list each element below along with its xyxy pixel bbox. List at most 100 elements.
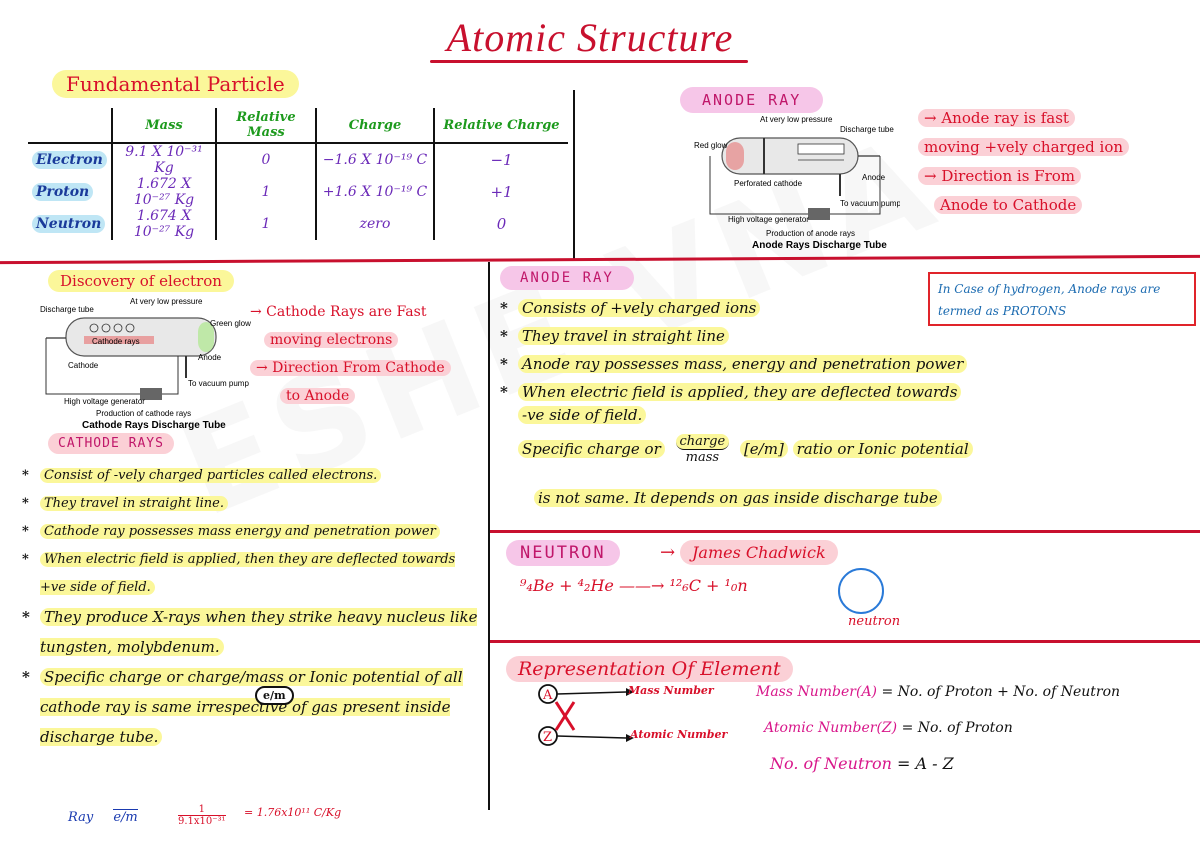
- discovery-of-electron-heading: Discovery of electron: [48, 270, 234, 292]
- table-row: Neutron 1.674 X 10⁻²⁷ Kg 1 zero 0: [28, 208, 568, 240]
- list-item: They travel in straight line: [500, 322, 1020, 350]
- particle-mass: 1.672 X 10⁻²⁷ Kg: [112, 176, 217, 208]
- anode-ray-notes-top: → Anode ray is fast moving +vely charged…: [918, 104, 1198, 220]
- particle-relative-mass: 0: [216, 143, 317, 176]
- list-item: When electric field is applied, then the…: [22, 546, 482, 602]
- label-cathode-rays: Cathode rays: [92, 337, 140, 346]
- ratio-denominator: 9.1x10⁻³¹: [178, 816, 226, 827]
- not-same-line: is not same. It depends on gas inside di…: [534, 484, 1004, 512]
- atomic-arrow-head: [626, 734, 634, 742]
- label-green-glow: Green glow: [210, 319, 251, 328]
- ray-box: [797, 143, 845, 155]
- list-item: They travel in straight line.: [22, 490, 482, 518]
- em-bracket: [e/m]: [739, 439, 788, 458]
- cathode-rays-heading: CATHODE RAYS: [48, 433, 174, 454]
- anode-ray-heading-mid: ANODE RAY: [500, 266, 634, 290]
- note-line: moving +vely charged ion: [918, 133, 1198, 162]
- label-pressure: At very low pressure: [130, 298, 203, 306]
- label-discharge-tube: Discharge tube: [40, 305, 94, 314]
- title-underline: [430, 60, 748, 63]
- page-title: Atomic Structure: [446, 15, 734, 60]
- ratio-value: = 1.76x10¹¹ C/Kg: [244, 806, 342, 819]
- particle-name: Electron: [28, 143, 113, 176]
- label-pressure: At very low pressure: [760, 115, 833, 124]
- label-generator: High voltage generator: [728, 215, 809, 224]
- ratio-numerator: 1: [178, 804, 226, 816]
- mass-arrow: [556, 691, 627, 695]
- electron-dot: [89, 323, 99, 333]
- table-row: Electron 9.1 X 10⁻³¹ Kg 0 −1.6 X 10⁻¹⁹ C…: [28, 143, 568, 176]
- ratio-em: e/m: [113, 809, 138, 825]
- ratio-fraction: 1 9.1x10⁻³¹: [178, 804, 226, 827]
- particle-mass: 9.1 X 10⁻³¹ Kg: [112, 143, 217, 176]
- list-item: They produce X-rays when they strike hea…: [22, 602, 482, 662]
- anode-ray-continuation: -ve side of field.: [518, 406, 647, 424]
- green-glow: [198, 322, 214, 352]
- table-header-blank: [28, 108, 113, 144]
- neutron-label: neutron: [848, 614, 901, 629]
- diagram-title: Anode Rays Discharge Tube: [752, 240, 887, 251]
- symbol-a: A: [542, 688, 553, 703]
- list-item: Consists of +vely charged ions: [500, 294, 1020, 322]
- neutron-heading: NEUTRON: [506, 540, 620, 566]
- em-tag: e/m: [255, 686, 294, 705]
- note-line: moving electrons: [250, 326, 480, 354]
- particle-name: Neutron: [28, 208, 113, 240]
- neutron-discoverer: James Chadwick: [680, 540, 838, 565]
- particle-name: Proton: [28, 176, 113, 208]
- particle-relative-charge: +1: [490, 183, 513, 201]
- circuit-left: [709, 156, 808, 215]
- note-line: → Anode ray is fast: [918, 104, 1198, 133]
- list-item: Consist of -vely charged particles calle…: [22, 462, 482, 490]
- fundamental-particle-table: Mass Relative Mass Charge Relative Charg…: [28, 108, 568, 240]
- anode-ray-tube-diagram: Red glow At very low pressure Discharge …: [694, 115, 900, 251]
- divider-vertical-top: [573, 90, 575, 260]
- label-perforated-cathode: Perforated cathode: [734, 179, 803, 188]
- red-glow: [726, 142, 744, 170]
- cathode-ray-notes: → Cathode Rays are Fast moving electrons…: [250, 298, 480, 410]
- divider-horizontal-neutron: [490, 530, 1200, 533]
- anode-ray-properties: Consists of +vely charged ions They trav…: [500, 294, 1020, 406]
- circuit-right: [830, 156, 881, 215]
- label-vacuum-pump: To vacuum pump: [840, 199, 900, 208]
- formula-atomic-number: Atomic Number(Z) = No. of Proton: [764, 720, 1013, 736]
- diagram-caption: Production of cathode rays: [96, 409, 191, 418]
- diagram-caption: Production of anode rays: [766, 229, 855, 238]
- note-line: → Cathode Rays are Fast: [250, 304, 427, 320]
- label-discharge-tube: Discharge tube: [840, 125, 894, 134]
- label-red-glow: Red glow: [694, 141, 728, 150]
- diagram-title: Cathode Rays Discharge Tube: [82, 420, 226, 431]
- neutron-equation: ⁹₄Be + ⁴₂He ——→ ¹²₆C + ¹₀n: [520, 576, 748, 595]
- list-item: When electric field is applied, they are…: [500, 378, 1020, 406]
- note-line: Anode to Cathode: [918, 191, 1198, 220]
- label-vacuum-pump: To vacuum pump: [188, 379, 249, 388]
- note-line: → Direction is From: [918, 162, 1198, 191]
- circuit-right: [162, 356, 179, 395]
- note-line: → Direction From Cathode: [250, 354, 480, 382]
- specific-charge-line: Specific charge or charge mass [e/m] rat…: [518, 434, 973, 465]
- divider-horizontal-top: [0, 254, 1200, 265]
- table-row: Proton 1.672 X 10⁻²⁷ Kg 1 +1.6 X 10⁻¹⁹ C…: [28, 176, 568, 208]
- particle-charge: zero: [316, 208, 435, 240]
- atomic-arrow: [556, 735, 627, 739]
- particle-relative-charge: −1: [490, 151, 513, 169]
- divider-vertical-mid: [488, 262, 490, 810]
- list-item: Anode ray possesses mass, energy and pen…: [500, 350, 1020, 378]
- representation-heading: Representation Of Element: [506, 656, 793, 682]
- electron-dot: [101, 323, 111, 333]
- particle-mass: 1.674 X 10⁻²⁷ Kg: [112, 208, 217, 240]
- charge-mass-fraction: charge mass: [675, 434, 730, 465]
- generator: [808, 208, 830, 220]
- cathode-ray-tube-diagram: Discharge tube At very low pressure Gree…: [40, 298, 251, 431]
- mass-arrow-head: [626, 688, 634, 696]
- x-mark: [554, 701, 576, 731]
- formula-neutron-count: No. of Neutron = A - Z: [770, 754, 954, 773]
- divider-horizontal-representation: [490, 640, 1200, 643]
- table-header-charge: Charge: [316, 108, 435, 144]
- particle-relative-mass: 1: [216, 208, 317, 240]
- list-item: Cathode ray possesses mass energy and pe…: [22, 518, 482, 546]
- specific-charge-text: Specific charge or: [518, 439, 665, 458]
- electron-dot: [125, 323, 135, 333]
- cathode-ray-properties: Consist of -vely charged particles calle…: [22, 462, 482, 752]
- particle-charge: −1.6 X 10⁻¹⁹ C: [316, 143, 435, 176]
